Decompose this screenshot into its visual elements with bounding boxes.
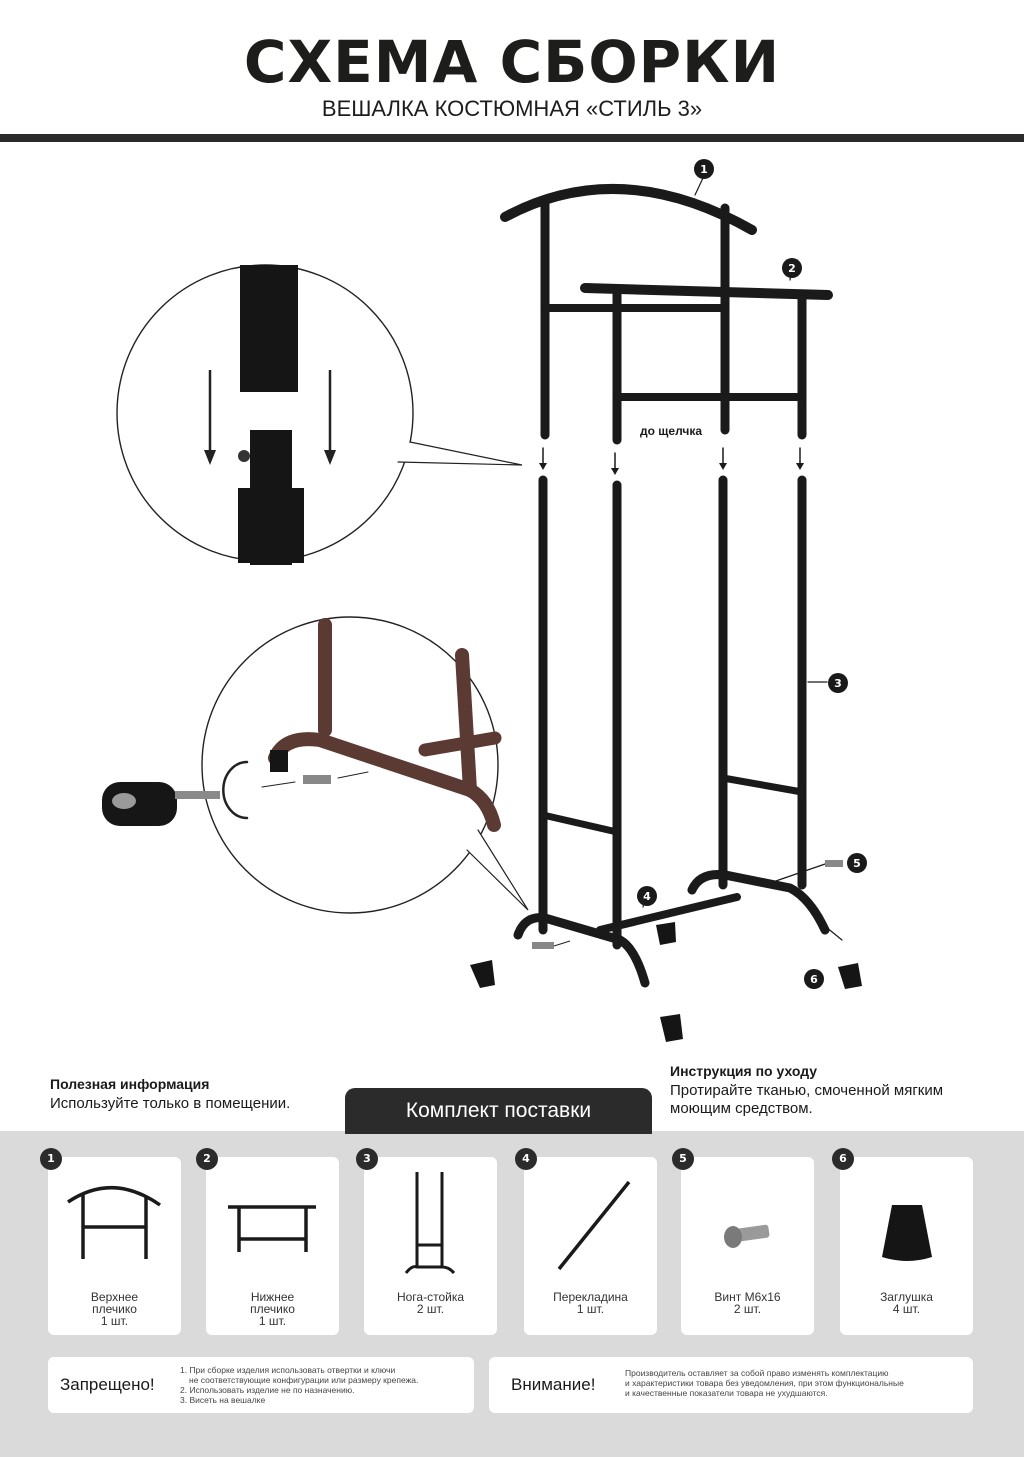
callout-6: 6 xyxy=(810,973,818,986)
lower-hanger-icon xyxy=(228,1205,316,1252)
kit-item-2-qty: 1 шт. xyxy=(258,1314,287,1328)
care-line1: Протирайте тканью, смоченной мягким xyxy=(670,1082,944,1099)
forbidden-line-4: 3. Висеть на вешалке xyxy=(180,1395,266,1405)
forbidden-line-1: 1. При сборке изделия использовать отвер… xyxy=(180,1365,396,1375)
useful-info-title: Полезная информация xyxy=(50,1076,210,1092)
attention-line-2: и характеристики товара без уведомления,… xyxy=(625,1378,904,1388)
callout-5: 5 xyxy=(853,857,861,870)
kit-item-6-qty: 4 шт. xyxy=(892,1302,921,1316)
kit-num-1: 1 xyxy=(40,1148,62,1170)
screw-left xyxy=(532,942,554,949)
forbidden-title: Запрещено! xyxy=(60,1375,155,1394)
kit-item-3-name: Нога-стойка xyxy=(396,1290,465,1304)
callout-3: 3 xyxy=(834,677,842,690)
kit-item-5-name: Винт М6х16 xyxy=(714,1290,781,1304)
right-foot xyxy=(687,870,830,935)
kit-item-3-qty: 2 шт. xyxy=(416,1302,445,1316)
useful-info-text: Используйте только в помещении. xyxy=(50,1095,291,1112)
zoom-circle-foot xyxy=(201,616,499,914)
insert-arrows xyxy=(542,447,801,471)
care-title: Инструкция по уходу xyxy=(670,1063,818,1079)
care-line2: моющим средством. xyxy=(670,1100,813,1117)
left-foot xyxy=(513,913,650,988)
attention-line-3: и качественные показатели товара не ухуд… xyxy=(625,1388,828,1398)
callout-1: 1 xyxy=(700,163,708,176)
callout-2: 2 xyxy=(788,262,796,275)
kit-item-4-qty: 1 шт. xyxy=(576,1302,605,1316)
end-caps xyxy=(470,922,862,1042)
click-note: до щелчка xyxy=(640,424,702,438)
forbidden-box: Запрещено! 1. При сборке изделия использ… xyxy=(48,1357,474,1413)
screw-icon xyxy=(724,1224,770,1248)
kit-num-2: 2 xyxy=(196,1148,218,1170)
screw-right xyxy=(825,860,843,867)
kit-item-2-name: Нижнее xyxy=(250,1290,295,1304)
page-title: СХЕМА СБОРКИ xyxy=(243,28,781,96)
kit-num-5: 5 xyxy=(672,1148,694,1170)
kit-num-3: 3 xyxy=(356,1148,378,1170)
page-subtitle: ВЕШАЛКА КОСТЮМНАЯ «СТИЛЬ 3» xyxy=(321,96,703,121)
attention-line-1: Производитель оставляет за собой право и… xyxy=(625,1368,889,1378)
forbidden-line-2: не соответствующие конфигурации или разм… xyxy=(189,1375,419,1385)
attention-title: Внимание! xyxy=(511,1375,596,1394)
zoom-joint-detail xyxy=(204,265,336,565)
top-hanger-arc xyxy=(500,183,757,235)
assembly-diagram: 1 2 3 4 5 6 до щелчка xyxy=(102,159,867,1042)
kit-item-6-name: Заглушка xyxy=(880,1290,933,1304)
screwdriver-icon xyxy=(102,782,220,826)
top-hanger-icon xyxy=(67,1185,162,1259)
kit-title: Комплект поставки xyxy=(345,1088,652,1134)
kit-item-4-name: Перекладина xyxy=(553,1290,628,1304)
zoom-foot-detail xyxy=(222,618,502,832)
kit-num-6: 6 xyxy=(832,1148,854,1170)
kit-num-4: 4 xyxy=(515,1148,537,1170)
forbidden-line-3: 2. Использовать изделие не по назначению… xyxy=(180,1385,355,1395)
bottom-crossbar xyxy=(596,893,741,934)
kit-item-1-name: Верхнее xyxy=(90,1290,139,1304)
lower-hanger-bar xyxy=(580,283,833,300)
kit-item-1-qty: 1 шт. xyxy=(100,1314,129,1328)
stand-leg-icon xyxy=(404,1172,456,1274)
crossbar-icon xyxy=(557,1180,631,1271)
kit-item-1-name2: плечико xyxy=(92,1302,137,1316)
callout-4: 4 xyxy=(643,890,651,903)
kit-item-5-qty: 2 шт. xyxy=(733,1302,762,1316)
end-cap-icon xyxy=(882,1205,932,1261)
attention-box: Внимание! Производитель оставляет за соб… xyxy=(489,1357,973,1413)
kit-item-2-name2: плечико xyxy=(250,1302,295,1316)
header-divider xyxy=(0,134,1024,142)
